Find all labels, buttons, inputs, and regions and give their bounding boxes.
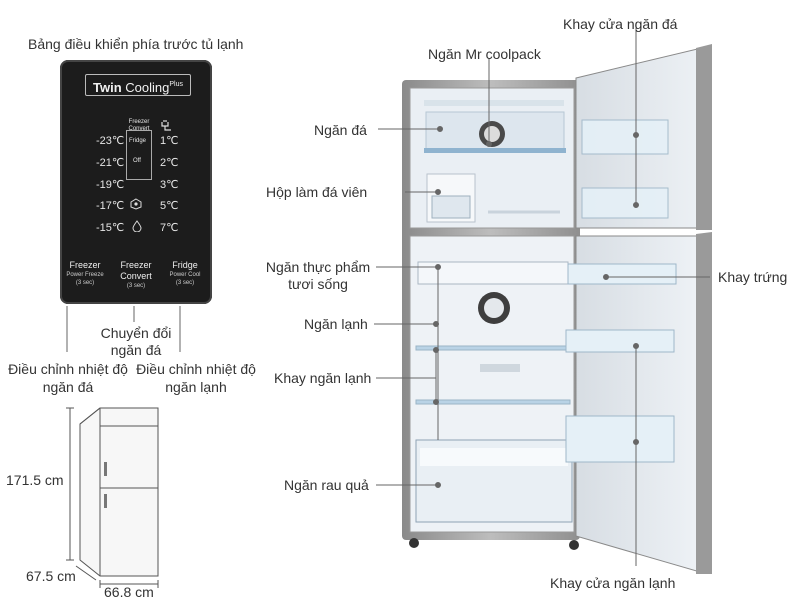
fridge-temp-5: 7℃ — [160, 222, 179, 234]
mode-off-label: Off — [133, 158, 141, 164]
dim-height: 171.5 cm — [6, 472, 64, 488]
dim-depth: 67.5 cm — [26, 568, 76, 584]
label-freezer-door-tray: Khay cửa ngăn đá — [563, 16, 678, 32]
fridge-door — [565, 232, 712, 574]
freeze-flake-icon — [130, 198, 142, 210]
brand-logo: Twin CoolingPlus — [85, 74, 191, 96]
callout-freezer-adjust: Điều chỉnh nhiệt độ ngăn đá — [8, 361, 128, 395]
dim-width: 66.8 cm — [104, 584, 154, 600]
fridge-interior — [415, 261, 573, 523]
fridge-temp-2: 2℃ — [160, 157, 179, 169]
label-crisper: Ngăn rau quả — [284, 477, 369, 493]
fridge-temp-1: 1℃ — [160, 135, 179, 147]
freezer-temp-2: -21℃ — [96, 157, 125, 169]
control-panel: Twin CoolingPlus Freezer Convert Fridge … — [60, 60, 212, 304]
freezer-temp-5: -15℃ — [96, 222, 125, 234]
droplet-icon — [132, 220, 142, 232]
panel-title: Bảng điều khiển phía trước tủ lạnh — [28, 36, 244, 52]
label-fridge-shelf: Khay ngăn lạnh — [274, 370, 372, 386]
callout-fridge-adjust: Điều chỉnh nhiệt độ ngăn lạnh — [136, 361, 256, 395]
fridge-button[interactable]: Fridge Power Cool (3 sec) — [169, 260, 201, 286]
dimension-box — [66, 407, 159, 588]
label-fridge-door-tray: Khay cửa ngăn lạnh — [550, 575, 676, 591]
mode-fridge-label: Fridge — [129, 138, 147, 144]
freezer-door — [575, 44, 712, 230]
label-freezer: Ngăn đá — [314, 122, 367, 138]
fridge-temp-4: 5℃ — [160, 200, 179, 212]
label-coolpack: Ngăn Mr coolpack — [428, 46, 541, 62]
mode-freezer-convert-label: Freezer Convert — [128, 119, 150, 132]
panel-callout-lines — [66, 306, 181, 352]
label-fridge: Ngăn lạnh — [304, 316, 368, 332]
power-plug-icon — [161, 120, 171, 131]
label-egg-tray: Khay trứng — [718, 269, 788, 285]
freezer-convert-button[interactable]: Freezer Convert (3 sec) — [120, 260, 152, 289]
mode-indicator-box — [126, 130, 152, 180]
label-ice-box: Hộp làm đá viên — [266, 184, 368, 200]
freezer-temp-3: -19℃ — [96, 179, 125, 191]
callout-lines — [374, 28, 710, 566]
fridge-temp-3: 3℃ — [160, 179, 179, 191]
freezer-temp-4: -17℃ — [96, 200, 125, 212]
freezer-interior — [424, 100, 566, 223]
callout-convert: Chuyển đổi ngăn đá — [100, 325, 172, 358]
freezer-temp-1: -23℃ — [96, 135, 125, 147]
freezer-button[interactable]: Freezer Power Freeze (3 sec) — [66, 260, 104, 286]
label-fresh-food: Ngăn thực phẩm tươi sống — [265, 259, 371, 292]
